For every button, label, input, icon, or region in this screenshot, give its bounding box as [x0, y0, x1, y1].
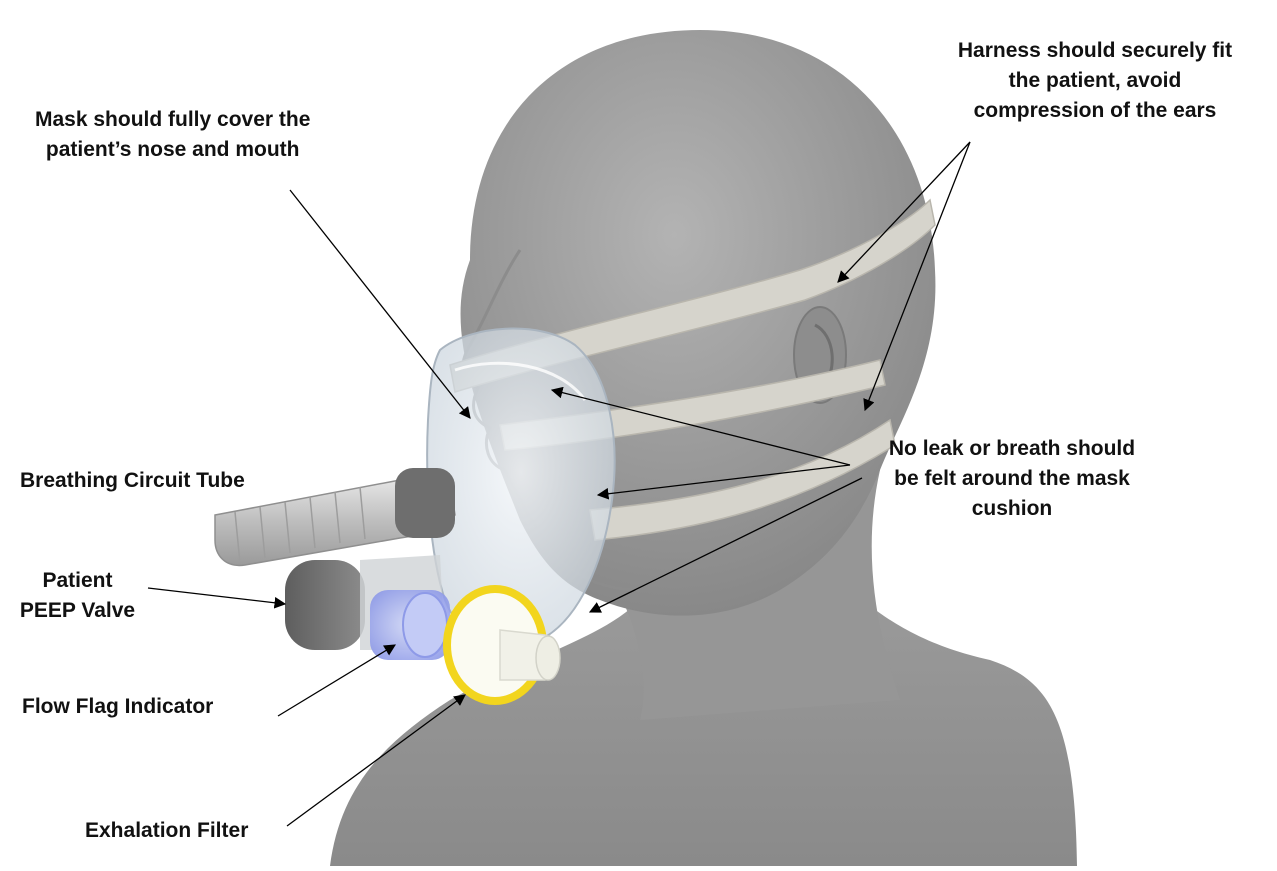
label-no-leak-line-2: be felt around the mask — [862, 464, 1162, 494]
label-flow-flag-line-1: Flow Flag Indicator — [22, 692, 213, 722]
label-harness: Harness should securely fit the patient,… — [925, 36, 1265, 126]
label-breathing-tube-line-1: Breathing Circuit Tube — [20, 466, 245, 496]
label-no-leak-line-3: cushion — [862, 494, 1162, 524]
label-mask-cover: Mask should fully cover the patient’s no… — [35, 105, 310, 165]
leader-mask-cover — [290, 190, 470, 418]
leader-flow-flag — [278, 645, 395, 716]
label-peep-valve: Patient PEEP Valve — [10, 566, 145, 626]
label-no-leak-line-1: No leak or breath should — [862, 434, 1162, 464]
label-peep-valve-line-2: PEEP Valve — [10, 596, 145, 626]
label-peep-valve-line-1: Patient — [10, 566, 145, 596]
label-harness-line-1: Harness should securely fit — [925, 36, 1265, 66]
label-mask-cover-line-2: patient’s nose and mouth — [35, 135, 310, 165]
peep-valve-shape — [285, 560, 365, 650]
label-no-leak: No leak or breath should be felt around … — [862, 434, 1162, 524]
label-harness-line-2: the patient, avoid — [925, 66, 1265, 96]
label-exhalation-filter-line-1: Exhalation Filter — [85, 816, 248, 846]
label-exhalation-filter: Exhalation Filter — [85, 816, 248, 846]
label-breathing-tube: Breathing Circuit Tube — [20, 466, 245, 496]
label-mask-cover-line-1: Mask should fully cover the — [35, 105, 310, 135]
label-harness-line-3: compression of the ears — [925, 96, 1265, 126]
label-flow-flag: Flow Flag Indicator — [22, 692, 213, 722]
leader-peep-valve — [148, 588, 285, 604]
